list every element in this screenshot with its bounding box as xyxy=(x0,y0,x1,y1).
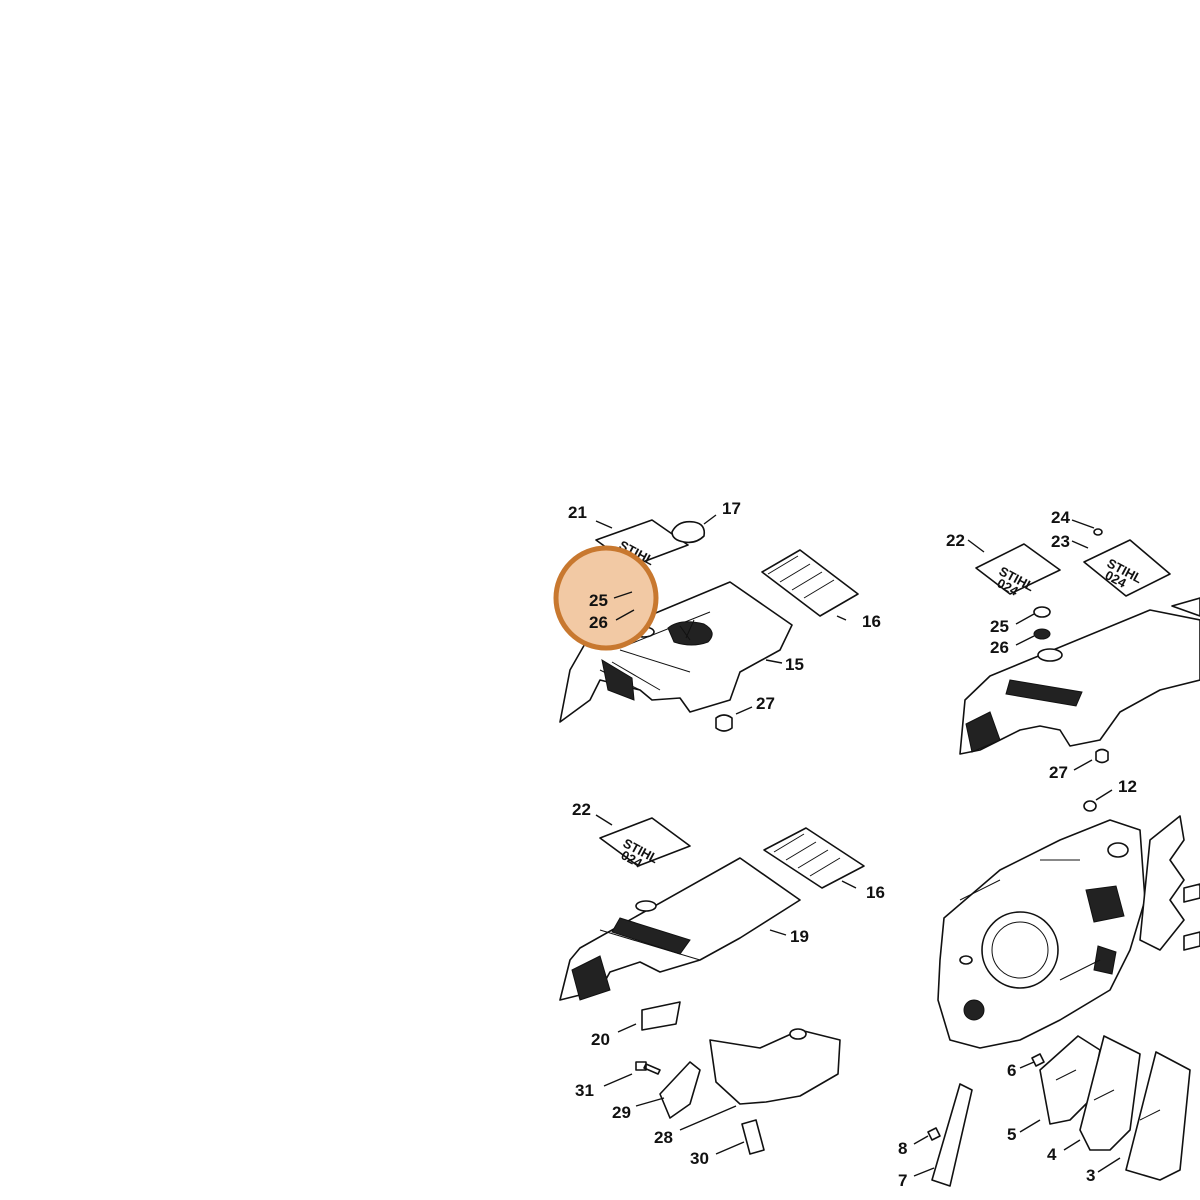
callout-15: 15 xyxy=(785,655,804,674)
callout-31: 31 xyxy=(575,1081,594,1100)
callout-24: 24 xyxy=(1051,508,1070,527)
callout-16: 16 xyxy=(862,612,881,631)
callout-30: 30 xyxy=(690,1149,709,1168)
pin-24 xyxy=(1093,528,1103,536)
callout-19: 19 xyxy=(790,927,809,946)
bracket-29 xyxy=(659,1061,701,1119)
decal-22-c: STIHL 024 xyxy=(975,543,1061,599)
screw-8 xyxy=(927,1127,941,1141)
screw-6 xyxy=(1031,1053,1045,1067)
shroud-group-b: STIHL 024 xyxy=(559,814,865,1155)
callout-8: 8 xyxy=(898,1139,907,1158)
callout-22-c: 22 xyxy=(946,531,965,550)
shroud-group-c: STIHL 024 STIHL 024 xyxy=(913,519,1200,1187)
handle-4 xyxy=(1079,1035,1141,1151)
grommet-27 xyxy=(715,714,733,732)
highlight-marker xyxy=(553,545,659,651)
callout-21: 21 xyxy=(568,503,587,522)
shroud-19 xyxy=(559,857,801,1001)
callout-5: 5 xyxy=(1007,1125,1016,1144)
callout-25-c: 25 xyxy=(990,617,1009,636)
washer-26-c xyxy=(1033,628,1051,640)
callout-7: 7 xyxy=(898,1171,907,1190)
callout-16-b: 16 xyxy=(866,883,885,902)
decal-22-b: STIHL 024 xyxy=(599,817,691,871)
filter-plate-16-b xyxy=(763,827,865,889)
decal-23: STIHL 024 xyxy=(1083,539,1171,597)
grommet-27-c xyxy=(1095,748,1109,764)
shroud-c xyxy=(959,597,1200,755)
callout-27: 27 xyxy=(756,694,775,713)
screw-31 xyxy=(635,1061,661,1075)
crankcase xyxy=(937,819,1146,1049)
callout-12: 12 xyxy=(1118,777,1137,796)
filter-plate-16 xyxy=(761,549,859,617)
strip-7 xyxy=(931,1083,973,1187)
cap-17 xyxy=(671,520,706,544)
callout-29: 29 xyxy=(612,1103,631,1122)
callout-26: 26 xyxy=(589,613,608,632)
callout-3: 3 xyxy=(1086,1166,1095,1185)
nut-12 xyxy=(1083,800,1097,812)
callout-25: 25 xyxy=(589,591,608,610)
callout-28: 28 xyxy=(654,1128,673,1147)
callout-22-b: 22 xyxy=(572,800,591,819)
callout-26-c: 26 xyxy=(990,638,1009,657)
chain-catcher-28 xyxy=(709,1029,841,1105)
sleeve-30 xyxy=(741,1119,765,1155)
callout-20: 20 xyxy=(591,1030,610,1049)
callout-17: 17 xyxy=(722,499,741,518)
screw-25-c xyxy=(1033,606,1051,618)
callout-27-c: 27 xyxy=(1049,763,1068,782)
callout-23: 23 xyxy=(1051,532,1070,551)
cover-20 xyxy=(641,1001,681,1031)
callout-6: 6 xyxy=(1007,1061,1016,1080)
handle-3 xyxy=(1125,1051,1191,1181)
bumper-spike xyxy=(1139,815,1185,951)
callout-4: 4 xyxy=(1047,1145,1057,1164)
